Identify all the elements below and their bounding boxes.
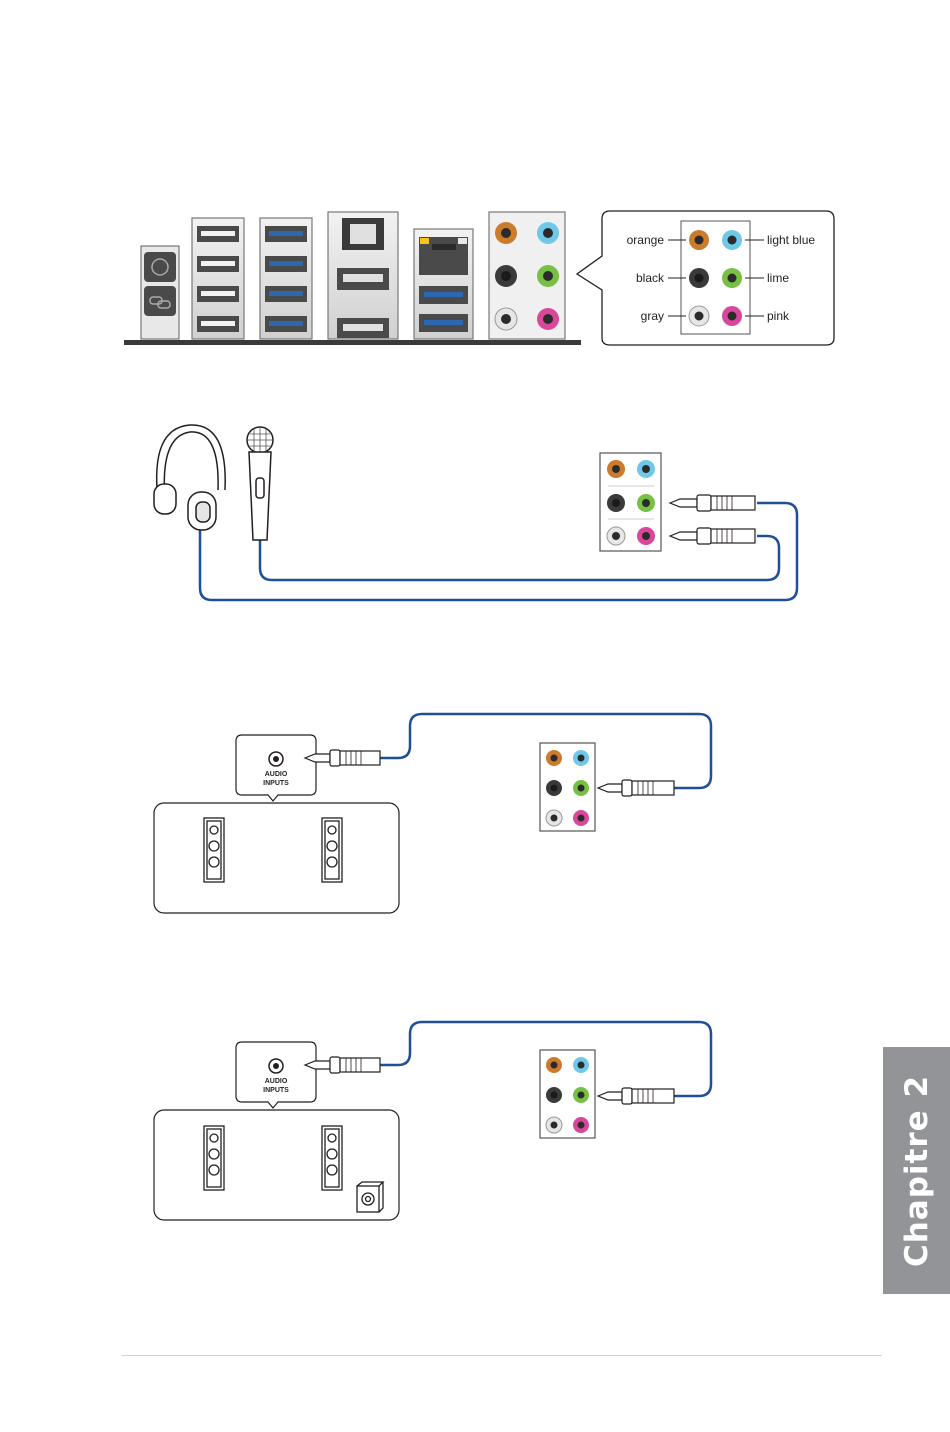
headphone-mic-diagram [0, 410, 950, 610]
stereo-speakers-diagram: AUDIO INPUTS [0, 705, 950, 925]
audio-inputs-callout-1 [236, 735, 316, 801]
speaker-right-icon [322, 818, 342, 882]
legend-label-black: black [636, 271, 665, 285]
plug-headphone [670, 495, 755, 511]
audio-panel-small-1 [600, 453, 661, 551]
bios-buttons [141, 246, 179, 339]
legend-jack-black [689, 268, 709, 288]
footer-rule [122, 1355, 882, 1356]
audio-inputs-label-line1: AUDIO [265, 771, 288, 778]
audio-inputs-label-line2: INPUTS [263, 780, 289, 787]
legend-label-gray: gray [641, 309, 664, 323]
audio-jack-block [489, 212, 565, 339]
headphone-cable [200, 503, 797, 600]
legend-jack-lime [722, 268, 742, 288]
audio-inputs-label-line2: INPUTS [263, 1087, 289, 1094]
legend-jack-pink [722, 306, 742, 326]
legend-jack-orange [689, 230, 709, 250]
speakers-box-1 [154, 803, 399, 913]
io-baseplate [124, 340, 581, 345]
usb2-stack [192, 218, 244, 339]
speakers-subwoofer-diagram: AUDIO INPUTS [0, 1012, 950, 1232]
legend-label-orange: orange [627, 233, 665, 247]
legend-label-pink: pink [767, 309, 790, 323]
speaker-left-icon [204, 818, 224, 882]
audio-panel-small-2 [540, 743, 595, 831]
audio-inputs-label-line1: AUDIO [265, 1078, 288, 1085]
legend-jack-gray [689, 306, 709, 326]
plug-microphone [670, 528, 755, 544]
speaker-right-icon [322, 1126, 342, 1190]
lan-usb31-block [414, 229, 473, 339]
legend-label-lime: lime [767, 271, 789, 285]
rear-io-diagram: orange light blue black lime gray pink [0, 195, 950, 355]
legend-label-light-blue: light blue [767, 233, 815, 247]
legend-jack-light-blue [722, 230, 742, 250]
video-optical-block [328, 212, 398, 339]
microphone-icon [247, 427, 273, 540]
speaker-left-icon [204, 1126, 224, 1190]
plug-panel-lime-2 [598, 1088, 674, 1104]
audio-inputs-callout-2 [236, 1042, 316, 1108]
subwoofer-icon [357, 1182, 383, 1212]
headphone-icon [154, 425, 225, 530]
plug-panel-lime-1 [598, 780, 674, 796]
audio-panel-small-3 [540, 1050, 595, 1138]
chapter-tab-label: Chapitre 2 [899, 1074, 935, 1266]
usb3-stack [260, 218, 312, 339]
chapter-tab: Chapitre 2 [883, 1047, 950, 1294]
